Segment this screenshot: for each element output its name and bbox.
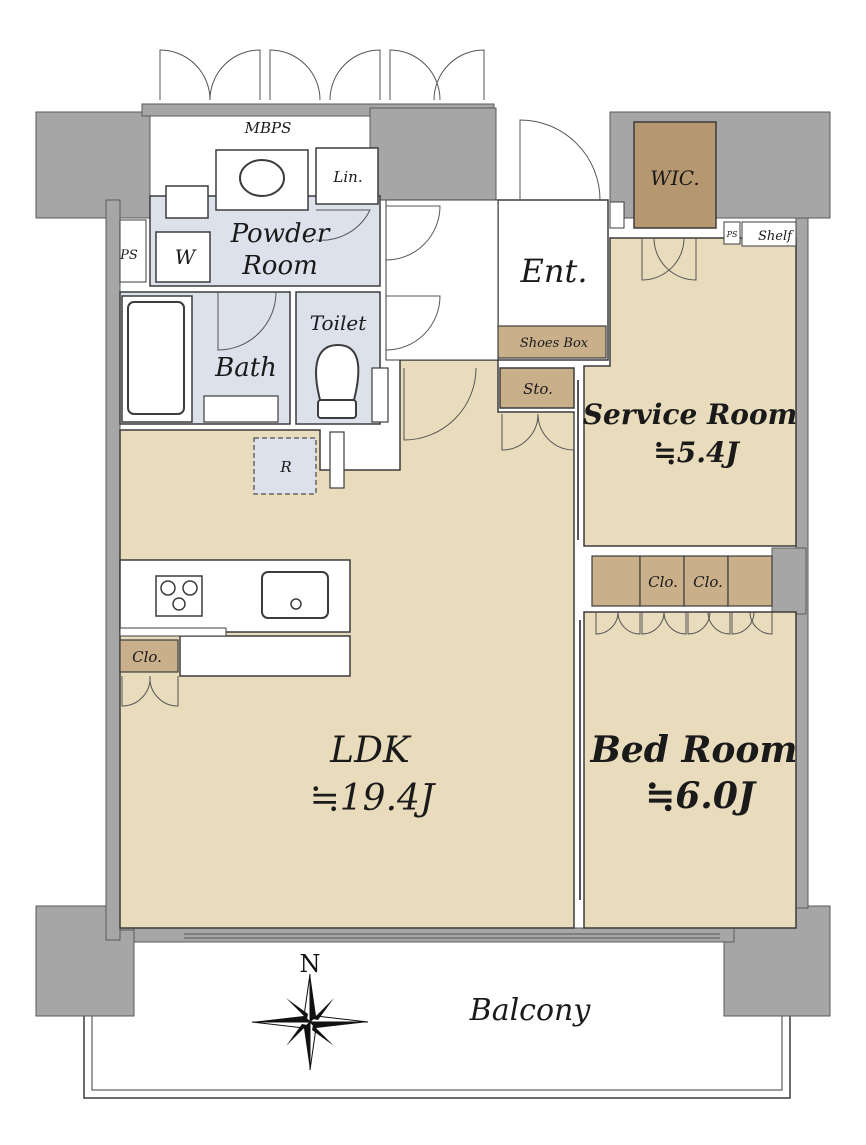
corridor-floor (385, 199, 499, 361)
closet-kitchen-label: Clo. (132, 648, 162, 666)
shoes-box-label: Shoes Box (520, 336, 589, 351)
closet-kitchen (119, 639, 179, 673)
washbasin-icon (239, 159, 285, 197)
linen-closet (315, 147, 379, 205)
service-room-floor (583, 237, 797, 547)
storage-label: Sto. (523, 380, 553, 398)
powder-room-label-1: Powder (230, 219, 331, 249)
balcony-area (83, 929, 791, 1099)
shelf (741, 221, 797, 247)
sink-icon (261, 571, 329, 619)
refrigerator-label: R (279, 458, 291, 476)
compass-rose-icon (251, 973, 369, 1071)
ldk-size: ≒19.4J (310, 778, 437, 819)
shelf-label: Shelf (758, 229, 794, 244)
bed-room-floor (583, 611, 797, 929)
closet-bed-1-label: Clo. (648, 573, 678, 591)
doors (121, 49, 773, 939)
stove-icon (155, 575, 203, 617)
wic-label: WIC. (650, 166, 699, 190)
toilet-icon (315, 343, 360, 419)
service-room-label: Service Room (583, 398, 798, 431)
entrance-label: Ent. (520, 252, 588, 290)
ps-right-label: PS (726, 230, 738, 239)
ps-right (723, 221, 741, 245)
refrigerator-space (253, 437, 317, 495)
ldk-label: LDK (329, 730, 412, 771)
closet-bed-2-label: Clo. (693, 573, 723, 591)
balcony-label: Balcony (469, 993, 592, 1028)
closet-bed-left (591, 555, 641, 607)
washer-label: W (175, 245, 197, 269)
toilet-label: Toilet (310, 311, 367, 335)
shoes-box (497, 325, 607, 359)
ps-left (119, 219, 147, 283)
washer-space (155, 231, 211, 283)
mbps-label: MBPS (244, 119, 292, 137)
linen-label: Lin. (332, 168, 362, 186)
bath-label: Bath (214, 353, 277, 383)
storage (499, 367, 575, 409)
service-room-size: ≒5.4J (653, 436, 740, 469)
bed-room-size: ≒6.0J (645, 775, 757, 817)
north-label: N (300, 950, 321, 978)
powder-room-label-2: Room (241, 251, 318, 281)
walk-in-closet (633, 121, 717, 229)
ps-left-label: PS (119, 248, 138, 263)
bed-room-label: Bed Room (589, 729, 797, 771)
